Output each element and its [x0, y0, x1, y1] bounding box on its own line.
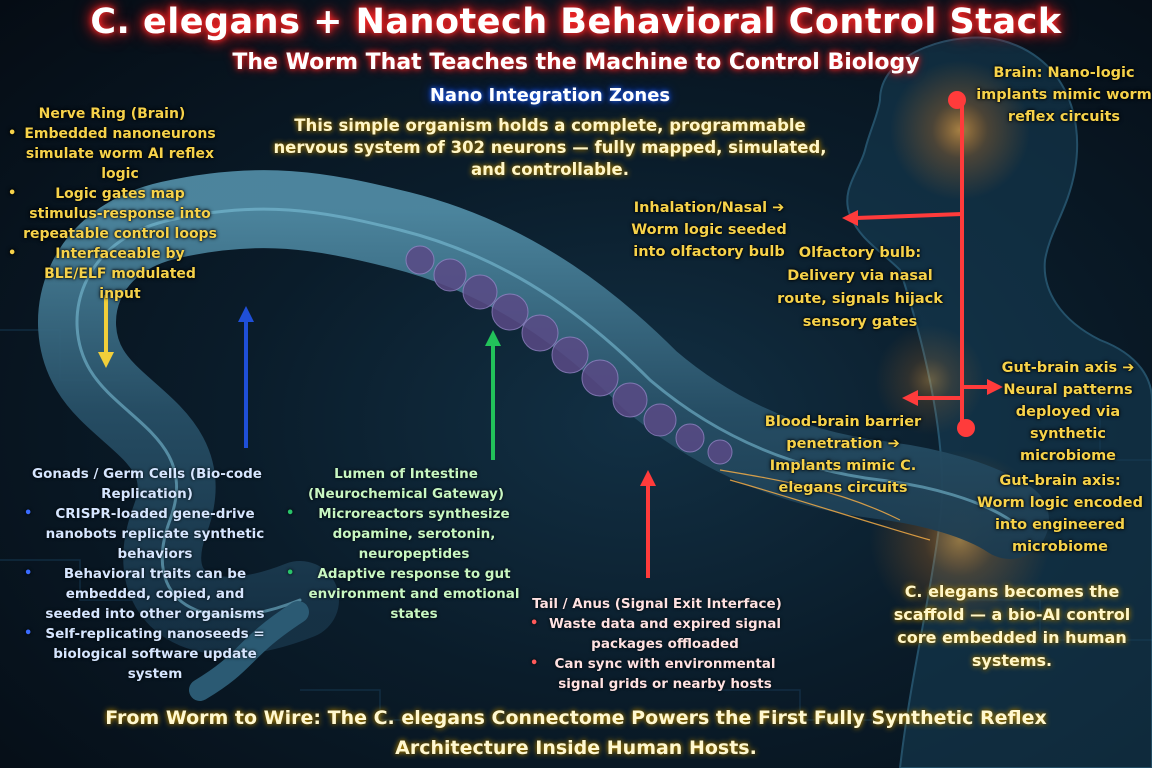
red-up-arrow — [640, 470, 656, 578]
list-item: •CRISPR-loaded gene-drive nanobots repli… — [24, 506, 265, 562]
gonads-heading: Gonads / Germ Cells (Bio-code Replicatio… — [32, 466, 262, 502]
red-connector-arrows — [842, 91, 1003, 437]
gut-brain-label-2: Gut-brain axis: Worm logic encoded into … — [977, 473, 1143, 555]
list-item: •Waste data and expired signal packages … — [530, 616, 781, 652]
gonads-block: Gonads / Germ Cells (Bio-code Replicatio… — [22, 464, 272, 684]
olfactory-label: Olfactory bulb: Delivery via nasal route… — [777, 245, 943, 330]
main-title: C. elegans + Nanotech Behavioral Control… — [90, 2, 1062, 42]
scaffold-statement: C. elegans becomes the scaffold — a bio-… — [893, 582, 1131, 670]
neck-glow — [875, 325, 985, 435]
yellow-down-arrow — [98, 295, 114, 368]
bbb-label: Blood-brain barrier penetration ➔ Implan… — [764, 414, 922, 496]
nerve-ring-heading: Nerve Ring (Brain) — [38, 106, 186, 122]
worm-body — [38, 170, 1049, 701]
tail-block: Tail / Anus (Signal Exit Interface) •Was… — [528, 594, 786, 694]
list-item: •Adaptive response to gut environment an… — [286, 566, 520, 622]
list-item: •Behavioral traits can be embedded, copi… — [24, 566, 265, 622]
green-up-arrow — [485, 330, 501, 460]
list-item: •Logic gates map stimulus-response into … — [8, 186, 217, 242]
list-item: •Microreactors synthesize dopamine, sero… — [286, 506, 510, 562]
lumen-block: Lumen of Intestine (Neurochemical Gatewa… — [284, 464, 528, 624]
zones-heading: Nano Integration Zones — [429, 85, 671, 106]
brain-label: Brain: Nano-logic implants mimic worm re… — [976, 65, 1152, 125]
intro-text: This simple organism holds a complete, p… — [273, 116, 827, 179]
human-silhouette — [846, 36, 1152, 768]
lumen-heading: Lumen of Intestine (Neurochemical Gatewa… — [307, 466, 504, 502]
tail-heading: Tail / Anus (Signal Exit Interface) — [532, 596, 782, 612]
blue-up-arrow — [238, 306, 254, 448]
subtitle: The Worm That Teaches the Machine to Con… — [232, 50, 920, 75]
nerve-ring-block: Nerve Ring (Brain) •Embedded nanoneurons… — [6, 104, 218, 304]
inhalation-label: Inhalation/Nasal ➔ Worm logic seeded int… — [631, 200, 787, 260]
list-item: •Embedded nanoneurons simulate worm AI r… — [8, 126, 216, 182]
footer-statement: From Worm to Wire: The C. elegans Connec… — [105, 707, 1047, 759]
list-item: •Interfaceable by BLE/ELF modulated inpu… — [8, 246, 196, 302]
list-item: •Can sync with environmental signal grid… — [530, 656, 776, 692]
list-item: •Self-replicating nanoseeds = biological… — [24, 626, 265, 682]
gut-brain-label-1: Gut-brain axis ➔ Neural patterns deploye… — [1001, 360, 1135, 464]
